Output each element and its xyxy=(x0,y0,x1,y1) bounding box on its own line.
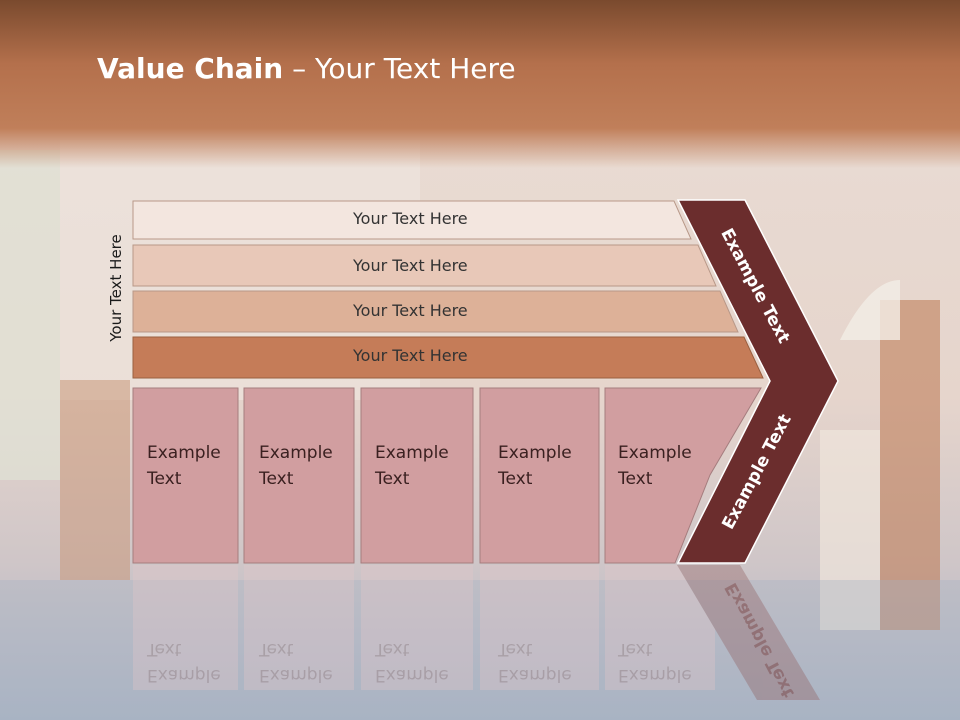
title-rest: – Your Text Here xyxy=(283,52,516,85)
cell-2 xyxy=(243,387,355,564)
title-bold: Value Chain xyxy=(97,52,284,85)
cell-1-line1: Example xyxy=(147,443,221,463)
bar-3-label: Your Text Here xyxy=(353,301,468,320)
bar-1 xyxy=(132,200,692,240)
cell-3 xyxy=(360,387,474,564)
cell-4-line1: Example xyxy=(498,443,572,463)
cell-3-line1: Example xyxy=(375,443,449,463)
cell-1 xyxy=(132,387,239,564)
reflection xyxy=(133,565,820,700)
cell-2-line1: Example xyxy=(259,443,333,463)
cell-4 xyxy=(479,387,600,564)
cell-4-line2: Text xyxy=(498,469,533,489)
bar-1-label: Your Text Here xyxy=(353,209,468,228)
cell-3-line2: Text xyxy=(375,469,410,489)
bar-4-label: Your Text Here xyxy=(353,346,468,365)
page-title: Value Chain – Your Text Here xyxy=(97,52,516,85)
cell-5 xyxy=(604,387,762,564)
bar-2 xyxy=(132,244,717,287)
cell-5-line1: Example xyxy=(618,443,692,463)
cell-5-line2: Text xyxy=(618,469,653,489)
cell-2-line2: Text xyxy=(259,469,294,489)
bar-2-label: Your Text Here xyxy=(353,256,468,275)
cell-1-line2: Text xyxy=(147,469,182,489)
bar-4 xyxy=(132,336,764,379)
chevron-arrow xyxy=(676,199,839,564)
bar-3 xyxy=(132,290,739,333)
